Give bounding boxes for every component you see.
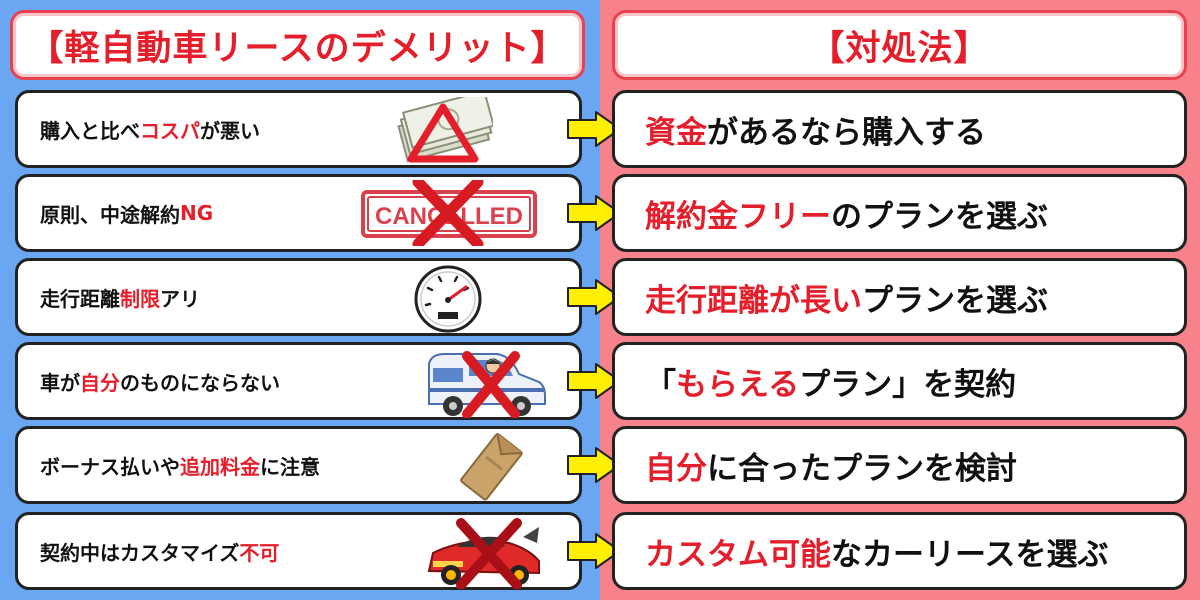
solution-box: カスタム可能なカーリースを選ぶ xyxy=(612,512,1187,590)
comparison-row: 走行距離制限アリ 走行距離が長いプランを選ぶ xyxy=(0,258,1200,336)
arrow-right-icon xyxy=(567,279,621,315)
demerit-text: 走行距離制限アリ xyxy=(40,286,200,311)
solution-box: 資金があるなら購入する xyxy=(612,90,1187,168)
solutions-title: 【対処法】 xyxy=(809,28,990,69)
solution-text: 解約金フリーのプランを選ぶ xyxy=(645,198,1048,235)
money-warning-icon xyxy=(397,97,493,163)
arrow-right-icon xyxy=(567,363,621,399)
solution-text: 「もらえるプラン」を契約 xyxy=(645,366,1017,403)
demerit-text: ボーナス払いや追加料金に注意 xyxy=(40,454,320,479)
comparison-row: 車が自分のものにならない 「もらえるプラン」を契約 xyxy=(0,342,1200,420)
solution-box: 自分に合ったプランを検討 xyxy=(612,426,1187,504)
speedometer-icon xyxy=(414,265,482,333)
solution-text: 自分に合ったプランを検討 xyxy=(645,450,1017,487)
demerit-text: 契約中はカスタマイズ不可 xyxy=(40,540,280,565)
arrow-right-icon xyxy=(567,195,621,231)
solution-box: 走行距離が長いプランを選ぶ xyxy=(612,258,1187,336)
demerit-box: 走行距離制限アリ xyxy=(15,258,582,336)
solution-text: 資金があるなら購入する xyxy=(645,114,986,151)
solution-box: 「もらえるプラン」を契約 xyxy=(612,342,1187,420)
demerit-box: 購入と比べコスパが悪い xyxy=(15,90,582,168)
comparison-row: 購入と比べコスパが悪い 資金があるなら購入する xyxy=(0,90,1200,168)
arrow-right-icon xyxy=(567,533,621,569)
arrow-right-icon xyxy=(567,111,621,147)
comparison-row: 契約中はカスタマイズ不可 カスタム可能なカーリースを選ぶ xyxy=(0,512,1200,590)
demerit-text: 購入と比べコスパが悪い xyxy=(40,118,260,143)
demerits-title: 【軽自動車リースのデメリット】 xyxy=(28,28,567,69)
solutions-header: 【対処法】 xyxy=(612,10,1187,80)
solution-box: 解約金フリーのプランを選ぶ xyxy=(612,174,1187,252)
demerit-box: 契約中はカスタマイズ不可 xyxy=(15,512,582,590)
demerit-box: 車が自分のものにならない xyxy=(15,342,582,420)
cancelled-stamp-icon: CANCELLED xyxy=(361,180,537,246)
pay-envelope-icon xyxy=(460,433,523,501)
demerit-text: 車が自分のものにならない xyxy=(40,370,280,395)
custom-car-crossed-icon xyxy=(427,518,540,589)
demerit-box: ボーナス払いや追加料金に注意 xyxy=(15,426,582,504)
demerits-header: 【軽自動車リースのデメリット】 xyxy=(10,10,585,80)
arrow-right-icon xyxy=(567,447,621,483)
comparison-row: ボーナス払いや追加料金に注意 自分に合ったプランを検討 xyxy=(0,426,1200,504)
solution-text: 走行距離が長いプランを選ぶ xyxy=(645,282,1048,319)
solution-text: カスタム可能なカーリースを選ぶ xyxy=(645,536,1109,573)
car-crossed-icon xyxy=(428,351,546,418)
